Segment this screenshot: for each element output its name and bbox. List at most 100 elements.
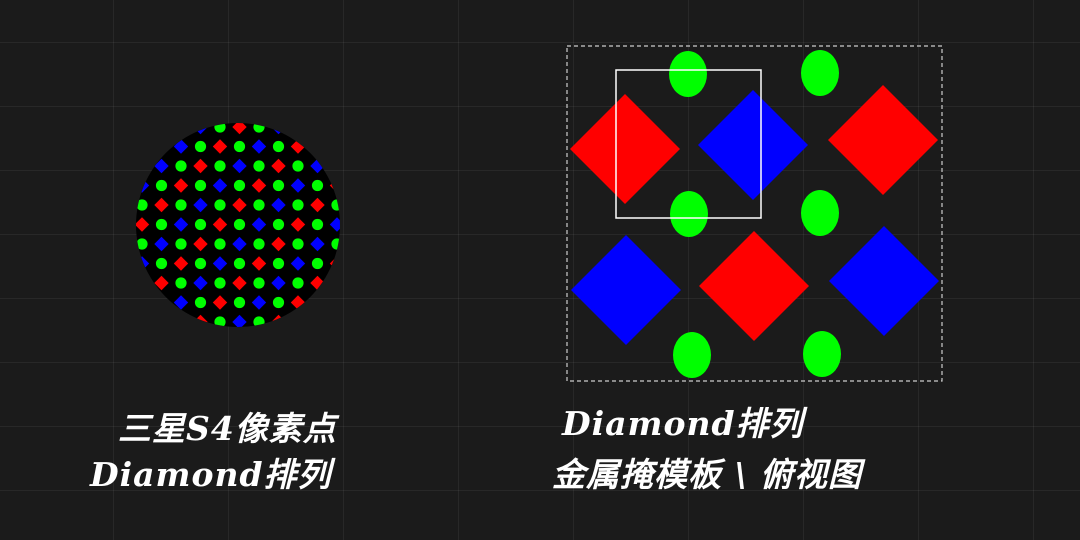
lens-blue-subpixel [291, 100, 305, 114]
lens-green-subpixel [331, 316, 340, 327]
lens-green-subpixel [272, 140, 285, 153]
lens-red-subpixel [252, 100, 266, 114]
lens-green-subpixel [272, 179, 285, 192]
lens-green-subpixel [351, 219, 362, 230]
magnified-pixel-lens [115, 100, 363, 348]
lens-red-subpixel [136, 139, 150, 154]
lens-red-subpixel [115, 237, 129, 251]
red-diamond-subpixel [828, 85, 938, 195]
lens-green-subpixel [214, 199, 226, 211]
lens-red-subpixel [115, 159, 129, 173]
lens-green-subpixel [253, 316, 265, 327]
lens-green-subpixel [194, 257, 207, 270]
right-caption-line1: Diamond排列 [562, 404, 804, 443]
lens-red-subpixel [349, 315, 363, 329]
lens-red-subpixel [251, 178, 267, 193]
lens-red-subpixel [173, 178, 189, 193]
lens-blue-subpixel [349, 198, 363, 212]
lens-blue-subpixel [251, 217, 267, 232]
lens-blue-subpixel [232, 314, 247, 327]
lens-green-subpixel [331, 123, 340, 133]
lens-blue-subpixel [291, 334, 305, 348]
lens-red-subpixel [290, 217, 306, 232]
lens-blue-subpixel [115, 120, 129, 134]
green-oval-subpixel [673, 332, 711, 378]
lens-green-subpixel [233, 179, 246, 192]
lens-green-subpixel [156, 336, 167, 347]
lens-green-subpixel [331, 199, 340, 211]
lens-red-subpixel [212, 139, 228, 154]
lens-green-subpixel [214, 123, 226, 133]
lens-blue-subpixel [154, 314, 169, 327]
lens-green-subpixel [272, 257, 285, 270]
left-caption-line1: 三星S4像素点 [118, 409, 337, 448]
lens-blue-subpixel [212, 178, 228, 193]
lens-green-subpixel [136, 123, 148, 133]
lens-blue-subpixel [349, 276, 363, 290]
lens-red-subpixel [173, 256, 189, 271]
lens-red-subpixel [290, 139, 306, 154]
lens-green-subpixel [272, 296, 285, 309]
lens-green-subpixel [351, 180, 362, 191]
blue-diamond-subpixel [829, 226, 939, 336]
lens-blue-subpixel [193, 197, 208, 213]
lens-green-subpixel [311, 140, 324, 153]
lens-green-subpixel [292, 160, 304, 172]
lens-red-subpixel [330, 334, 344, 348]
lens-red-subpixel [349, 159, 363, 173]
lens-blue-subpixel [232, 158, 247, 174]
lens-blue-subpixel [310, 314, 325, 327]
lens-red-subpixel [193, 236, 208, 252]
lens-red-subpixel [136, 295, 150, 310]
lens-green-subpixel [156, 102, 167, 113]
lens-green-subpixel [234, 336, 245, 347]
lens-red-subpixel [174, 334, 188, 348]
lens-green-subpixel [234, 102, 245, 113]
red-diamond-subpixel [570, 94, 680, 204]
lens-green-subpixel [311, 296, 324, 309]
lens-green-subpixel [253, 277, 265, 289]
lens-blue-subpixel [135, 100, 149, 114]
lens-red-subpixel [193, 158, 208, 174]
lens-green-subpixel [175, 199, 187, 211]
lens-red-subpixel [310, 197, 325, 213]
lens-green-subpixel [273, 336, 284, 347]
lens-green-subpixel [136, 238, 148, 250]
blue-diamond-subpixel [571, 235, 681, 345]
lens-green-subpixel [331, 238, 340, 250]
lens-green-subpixel [292, 199, 304, 211]
lens-green-subpixel [194, 179, 207, 192]
lens-blue-subpixel [251, 295, 267, 310]
lens-green-subpixel [155, 257, 168, 270]
lens-blue-subpixel [329, 217, 340, 232]
lens-blue-subpixel [213, 334, 227, 348]
lens-green-subpixel [351, 297, 362, 308]
lens-green-subpixel [312, 336, 323, 347]
lens-blue-subpixel [310, 158, 325, 174]
lens-red-subpixel [212, 295, 228, 310]
lens-green-subpixel [311, 257, 324, 270]
lens-blue-subpixel [251, 139, 267, 154]
right-caption-line2: 金属掩模板 \ 俯视图 [552, 455, 863, 494]
lens-green-subpixel [155, 296, 168, 309]
lens-green-subpixel [331, 160, 340, 172]
lens-blue-subpixel [213, 100, 227, 114]
lens-green-subpixel [175, 123, 187, 133]
lens-blue-subpixel [173, 295, 189, 310]
lens-green-subpixel [195, 336, 206, 347]
lens-green-subpixel [175, 160, 187, 172]
lens-blue-subpixel [310, 236, 325, 252]
lens-green-subpixel [117, 336, 128, 347]
lens-red-subpixel [349, 237, 363, 251]
lens-red-subpixel [330, 100, 344, 114]
lens-blue-subpixel [115, 198, 129, 212]
lens-green-subpixel [253, 238, 265, 250]
lens-green-subpixel [233, 140, 246, 153]
lens-green-subpixel [233, 296, 246, 309]
lens-green-subpixel [292, 238, 304, 250]
lens-blue-subpixel [173, 139, 189, 154]
lens-red-subpixel [154, 275, 169, 291]
lens-green-subpixel [136, 316, 148, 327]
lens-red-subpixel [310, 123, 325, 135]
